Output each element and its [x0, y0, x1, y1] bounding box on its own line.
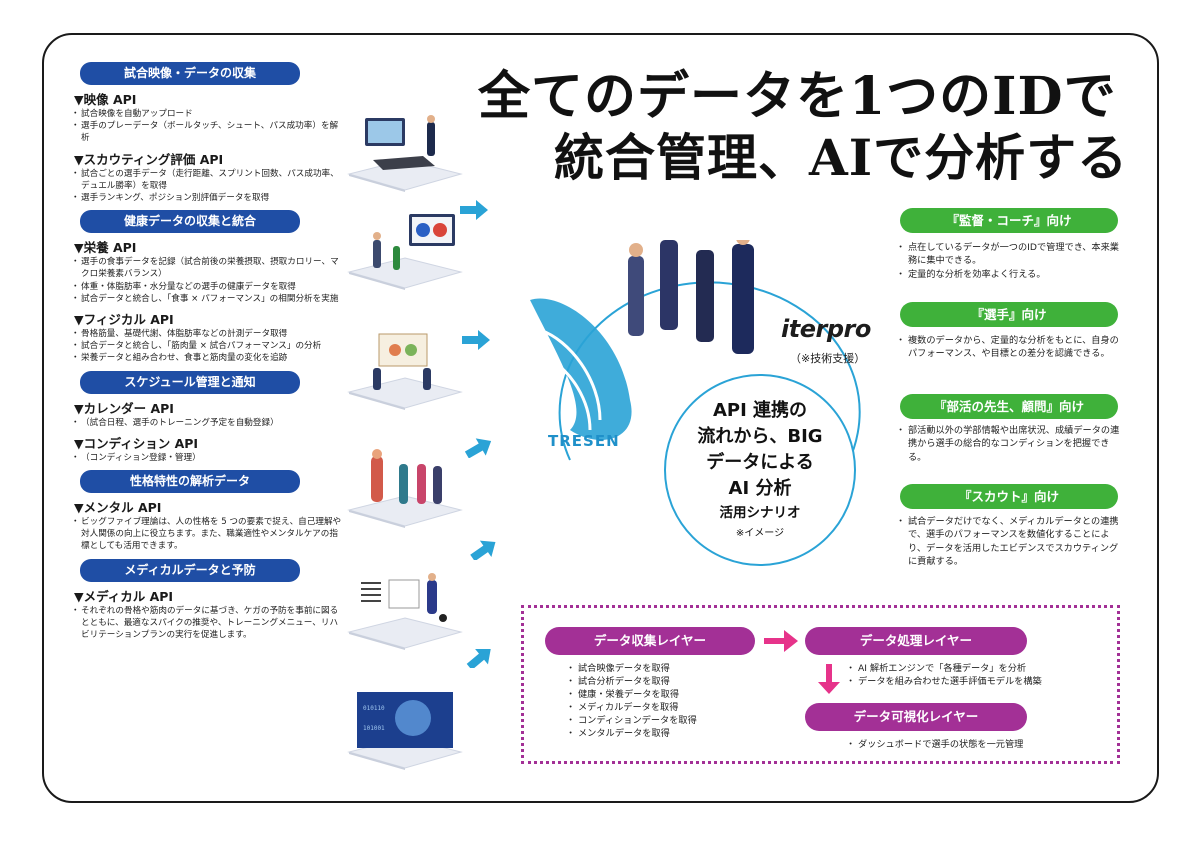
- api-title: ▼メディカル API: [74, 588, 174, 604]
- section-header: スケジュール管理と通知: [80, 370, 300, 394]
- arrow-down-icon: [818, 664, 840, 694]
- audience-header-player: 『選手』向け: [900, 302, 1118, 327]
- api-title: ▼コンディション API: [74, 435, 199, 451]
- layer-item: コンディションデータを取得: [566, 714, 697, 727]
- api-title: ▼スカウティング評価 API: [74, 151, 224, 167]
- center-title-line: API 連携の: [712, 400, 808, 421]
- headline-line-1: 全てのデータを1つのIDで: [478, 66, 1117, 127]
- tresen-logo: TRESEN: [548, 432, 620, 450]
- arrow-right-icon: [764, 630, 798, 652]
- audience-item: 定量的な分析を効率よく行える。: [896, 268, 1122, 282]
- api-items: 試合ごとの選手データ（走行距離、スプリント回数、パス成功率、デュエル勝率）を取得…: [71, 168, 342, 205]
- api-title: ▼栄養 API: [74, 240, 137, 256]
- api-items: 骨格筋量、基礎代謝、体脂肪率などの計測データ取得 試合データと統合し、「筋肉量 …: [71, 328, 342, 365]
- svg-text:101001: 101001: [363, 725, 385, 732]
- visual-layer-list: ダッシュボードで選手の状態を一元管理: [846, 738, 1023, 751]
- api-item: 選手の食事データを記録（試合前後の栄養摂取、摂取カロリー、マクロ栄養素バランス）: [71, 256, 342, 280]
- process-layer-list: AI 解析エンジンで「各種データ」を分析 データを組み合わせた選手評価モデルを構…: [846, 662, 1042, 688]
- api-items: それぞれの骨格や筋肉のデータに基づき、ケガの予防を事前に図るとともに、最適なスパ…: [71, 605, 342, 642]
- section-header: メディカルデータと予防: [80, 558, 300, 582]
- nutrition-illustration: [347, 214, 463, 290]
- api-item: 骨格筋量、基礎代謝、体脂肪率などの計測データ取得: [71, 328, 342, 340]
- layer-item: AI 解析エンジンで「各種データ」を分析: [846, 662, 1042, 675]
- iterpro-logo: iterpro: [781, 315, 871, 343]
- audience-text-scout: 試合データだけでなく、メディカルデータとの連携で、選手のパフォーマンスを数値化す…: [896, 515, 1122, 569]
- api-item: 試合データと統合し、「筋肉量 × 試合パフォーマンス」の分析: [71, 340, 342, 352]
- arrow-up-right-icon: [470, 540, 496, 560]
- muscle-illustration: [347, 449, 463, 528]
- arrow-up-right-icon: [465, 438, 492, 458]
- data-layer-panel: [521, 605, 1120, 764]
- layer-item: 健康・栄養データを取得: [566, 688, 697, 701]
- api-item: 体重・体脂肪率・水分量などの選手の健康データを取得: [71, 281, 342, 293]
- api-items: ビッグファイブ理論は、人の性格を 5 つの要素で捉え、自己理解や対人関係の向上に…: [71, 516, 342, 553]
- center-title-line: AI 分析: [728, 478, 792, 499]
- api-item: 選手ランキング、ポジション別評価データを取得: [71, 192, 342, 204]
- api-item: 栄養データと組み合わせ、食事と筋肉量の変化を追跡: [71, 352, 342, 364]
- section-header: 試合映像・データの収集: [80, 62, 300, 85]
- arrow-right-icon: [462, 330, 490, 350]
- audience-item: 部活動以外の学部情報や出席状況、成績データの連携から選手の総合的なコンディション…: [896, 424, 1122, 464]
- process-layer-badge: データ処理レイヤー: [805, 627, 1027, 655]
- section-header: 健康データの収集と統合: [80, 210, 300, 234]
- layer-item: ダッシュボードで選手の状態を一元管理: [846, 738, 1023, 751]
- layer-item: データを組み合わせた選手評価モデルを構築: [846, 675, 1042, 688]
- section-header: 性格特性の解析データ: [80, 470, 300, 494]
- section-personality: 性格特性の解析データ ▼メンタル API ビッグファイブ理論は、人の性格を 5 …: [71, 470, 342, 553]
- api-item: 選手のプレーデータ（ボールタッチ、シュート、パス成功率）を解析: [71, 120, 342, 144]
- section-medical: メディカルデータと予防 ▼メディカル API それぞれの骨格や筋肉のデータに基づ…: [71, 558, 342, 642]
- api-items: （試合日程、選手のトレーニング予定を自動登録）: [71, 417, 342, 429]
- collect-layer-list: 試合映像データを取得 試合分析データを取得 健康・栄養データを取得 メディカルデ…: [566, 662, 697, 740]
- medical-illustration: 010110 101001: [347, 692, 463, 770]
- arrow-right-icon: [460, 200, 488, 220]
- audience-text-coach: 点在しているデータが一つのIDで管理でき、本来業務に集中できる。 定量的な分析を…: [896, 241, 1122, 282]
- section-match-video: 試合映像・データの収集 ▼映像 API 試合映像を自動アップロード 選手のプレー…: [71, 62, 342, 205]
- audience-item: 点在しているデータが一つのIDで管理でき、本来業務に集中できる。: [896, 241, 1122, 268]
- api-title: ▼映像 API: [74, 92, 137, 107]
- center-note: ※イメージ: [735, 528, 785, 539]
- audience-text-teacher: 部活動以外の学部情報や出席状況、成績データの連携から選手の総合的なコンディション…: [896, 424, 1122, 464]
- center-title-line: 活用シナリオ: [719, 505, 801, 521]
- section-health: 健康データの収集と統合 ▼栄養 API 選手の食事データを記録（試合前後の栄養摂…: [71, 210, 342, 365]
- api-item: 試合データと統合し、「食事 × パフォーマンス」の相関分析を実施: [71, 293, 342, 305]
- api-title: ▼メンタル API: [74, 500, 162, 516]
- api-item: （試合日程、選手のトレーニング予定を自動登録）: [71, 417, 342, 429]
- api-item: 試合映像を自動アップロード: [71, 108, 342, 120]
- audience-text-player: 複数のデータから、定量的な分析をもとに、自身のパフォーマンス、や目標との差分を認…: [896, 334, 1122, 361]
- audience-header-scout: 『スカウト』向け: [900, 484, 1118, 509]
- layer-item: メディカルデータを取得: [566, 701, 697, 714]
- api-item: それぞれの骨格や筋肉のデータに基づき、ケガの予防を事前に図るとともに、最適なスパ…: [71, 605, 342, 642]
- arrow-up-right-icon: [466, 649, 491, 668]
- visual-layer-badge: データ可視化レイヤー: [805, 703, 1027, 731]
- audience-item: 複数のデータから、定量的な分析をもとに、自身のパフォーマンス、や目標との差分を認…: [896, 334, 1122, 361]
- headline-line-2: 統合管理、AIで分析する: [554, 128, 1129, 187]
- center-title-line: 流れから、BIG: [697, 426, 823, 447]
- physical-illustration: [347, 333, 463, 410]
- audience-header-coach: 『監督・コーチ』向け: [900, 208, 1118, 233]
- api-items: 試合映像を自動アップロード 選手のプレーデータ（ボールタッチ、シュート、パス成功…: [71, 108, 342, 145]
- collect-layer-badge: データ収集レイヤー: [545, 627, 755, 655]
- api-items: 選手の食事データを記録（試合前後の栄養摂取、摂取カロリー、マクロ栄養素バランス）…: [71, 256, 342, 305]
- iterpro-note: （※技術支援）: [790, 352, 866, 365]
- api-item: ビッグファイブ理論は、人の性格を 5 つの要素で捉え、自己理解や対人関係の向上に…: [71, 516, 342, 553]
- layer-item: 試合分析データを取得: [566, 675, 697, 688]
- audience-header-teacher: 『部活の先生、顧問』向け: [900, 394, 1118, 419]
- center-visual: [530, 240, 861, 566]
- mental-illustration: [347, 573, 463, 650]
- api-sections: 試合映像・データの収集 ▼映像 API 試合映像を自動アップロード 選手のプレー…: [71, 62, 342, 647]
- svg-text:010110: 010110: [363, 705, 385, 712]
- center-title-line: データによる: [706, 452, 814, 473]
- layer-item: メンタルデータを取得: [566, 727, 697, 740]
- api-item: 試合ごとの選手データ（走行距離、スプリント回数、パス成功率、デュエル勝率）を取得: [71, 168, 342, 192]
- api-item: （コンディション登録・管理）: [71, 452, 342, 464]
- audience-item: 試合データだけでなく、メディカルデータとの連携で、選手のパフォーマンスを数値化す…: [896, 515, 1122, 569]
- api-title: ▼フィジカル API: [74, 312, 174, 328]
- api-items: （コンディション登録・管理）: [71, 452, 342, 464]
- center-title: API 連携の 流れから、BIG データによる AI 分析 活用シナリオ ※イメ…: [660, 398, 860, 542]
- api-title: ▼カレンダー API: [74, 400, 174, 416]
- section-schedule: スケジュール管理と通知 ▼カレンダー API （試合日程、選手のトレーニング予定…: [71, 370, 342, 464]
- video-analysis-illustration: [347, 115, 463, 192]
- layer-item: 試合映像データを取得: [566, 662, 697, 675]
